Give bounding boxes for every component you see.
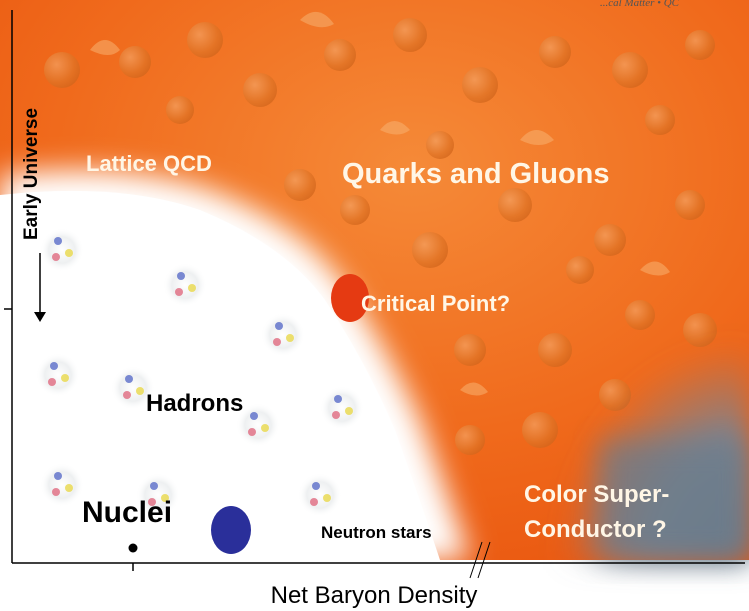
label-color-superconductor-line1: Color Super- <box>524 481 669 508</box>
label-lattice-qcd: Lattice QCD <box>86 151 212 176</box>
hadron-particles <box>36 228 364 517</box>
neutron-stars-pointer-2 <box>477 541 491 579</box>
critical-point-marker <box>331 274 369 322</box>
origin-dot <box>128 543 138 553</box>
header-fragment: ...cal Matter • QC <box>600 0 680 9</box>
x-axis-label: Net Baryon Density <box>271 582 478 609</box>
label-nuclei: Nuclei <box>82 496 172 529</box>
early-universe-arrowhead <box>34 312 46 322</box>
plasma-gluon-texture <box>90 11 670 396</box>
plasma-texture <box>44 18 717 455</box>
neutron-stars-pointer-1 <box>469 541 483 579</box>
label-quarks-gluons: Quarks and Gluons <box>342 158 610 190</box>
label-early-universe: Early Universe <box>21 108 42 240</box>
label-critical-point: Critical Point? <box>361 291 510 316</box>
label-neutron-stars: Neutron stars <box>321 523 432 542</box>
label-color-superconductor-line2: Conductor ? <box>524 516 667 543</box>
label-hadrons: Hadrons <box>146 390 243 417</box>
nuclei-marker <box>211 506 251 554</box>
